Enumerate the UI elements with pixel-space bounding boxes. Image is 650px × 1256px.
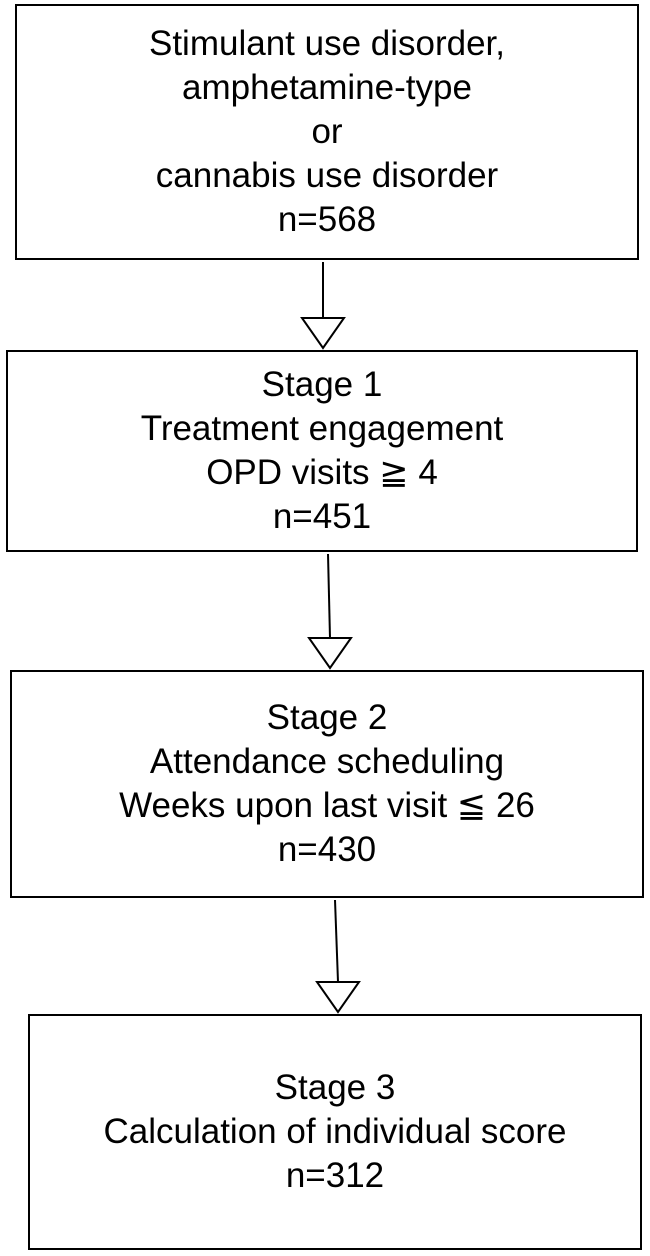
box-count: n=312 — [285, 1156, 385, 1195]
box-text-line: Stimulant use disorder, — [148, 24, 505, 63]
box-initial-population: Stimulant use disorder, amphetamine-type… — [15, 4, 639, 260]
box-stage-3: Stage 3 Calculation of individual score … — [28, 1014, 642, 1250]
box-stage-title: Stage 1 — [261, 365, 383, 404]
arrow-head-icon — [315, 981, 361, 1014]
box-text-line: amphetamine-type — [182, 68, 472, 107]
box-stage-2: Stage 2 Attendance scheduling Weeks upon… — [10, 670, 644, 898]
box-text-line: cannabis use disorder — [155, 156, 499, 195]
arrow-head-icon — [300, 317, 346, 350]
box-stage-1: Stage 1 Treatment engagement OPD visits … — [6, 350, 638, 552]
box-count: n=430 — [277, 830, 377, 869]
box-text-line: Treatment engagement — [140, 409, 504, 448]
box-text-line: Attendance scheduling — [149, 742, 505, 781]
box-text-line: Calculation of individual score — [103, 1112, 567, 1151]
arrow-3 — [315, 899, 361, 1014]
arrow-shaft — [327, 553, 331, 639]
arrow-2 — [307, 553, 353, 670]
arrow-1 — [300, 262, 346, 350]
arrow-shaft — [334, 899, 339, 983]
box-criterion: Weeks upon last visit ≦ 26 — [119, 786, 535, 825]
box-stage-title: Stage 3 — [274, 1068, 396, 1107]
box-stage-title: Stage 2 — [266, 698, 388, 737]
arrow-head-icon — [307, 637, 353, 670]
box-count: n=451 — [272, 497, 372, 536]
box-text-line: or — [311, 112, 343, 151]
box-criterion: OPD visits ≧ 4 — [206, 453, 438, 492]
box-count: n=568 — [277, 200, 377, 239]
